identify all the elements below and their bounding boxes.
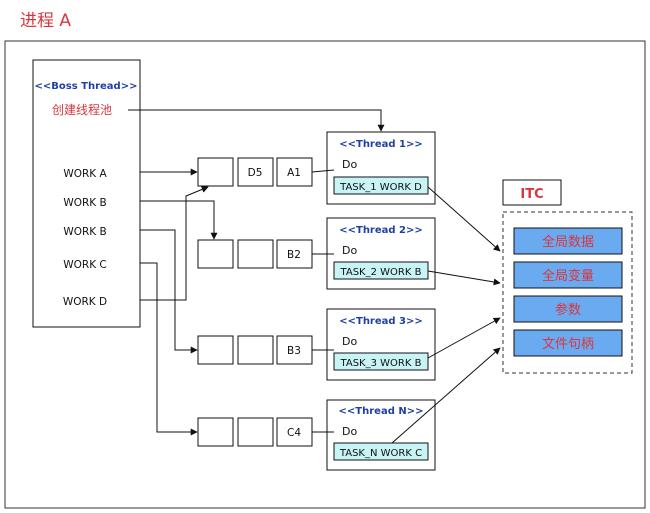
queue-1-slot-3 <box>276 157 313 187</box>
queue-cell: B3 <box>287 345 301 357</box>
create-pool-arrow <box>128 109 385 132</box>
thread-2-task: TASK_2 WORK B <box>340 267 422 278</box>
thread-2-do: Do <box>342 244 357 257</box>
queue-cell: B2 <box>287 249 301 261</box>
work-d-arrow <box>140 186 209 301</box>
thread-2-to-itc <box>427 270 501 286</box>
thread-1-task-box <box>333 176 429 195</box>
queue-cell: D5 <box>248 167 263 179</box>
itc-item-file-handles <box>513 329 623 357</box>
work-item: WORK D <box>63 296 107 308</box>
queue-2-slot-2 <box>237 239 274 269</box>
thread-1-to-itc <box>427 186 501 252</box>
itc-item-label: 文件句柄 <box>542 337 594 352</box>
itc-item-label: 全局变量 <box>542 268 594 284</box>
thread-2-header: <<Thread 2>> <box>339 225 423 236</box>
thread-n-task: TASK_N WORK C <box>339 448 422 459</box>
work-item: WORK C <box>63 259 107 271</box>
queue-cell: C4 <box>287 427 301 439</box>
create-pool-label: 创建线程池 <box>52 102 112 117</box>
queue-4-slot-3 <box>276 417 313 447</box>
queue-3-slot-1 <box>197 335 234 365</box>
diagram-title: 进程 A <box>20 11 71 31</box>
work-item: WORK B <box>63 226 106 238</box>
process-frame <box>4 40 646 509</box>
queue-1-to-thread <box>311 169 335 173</box>
thread-n-do: Do <box>342 425 357 438</box>
queue-3-slot-2 <box>237 335 274 365</box>
itc-item-label: 参数 <box>555 302 581 318</box>
work-b2-arrow <box>140 229 198 354</box>
work-c-arrow <box>140 262 198 436</box>
itc-container <box>502 211 633 374</box>
thread-1-do: Do <box>342 158 357 171</box>
itc-title-box <box>502 179 562 206</box>
work-item: WORK B <box>63 197 106 209</box>
queue-cell: A1 <box>287 167 301 179</box>
thread-3-task: TASK_3 WORK B <box>340 358 422 369</box>
queue-1-slot-2 <box>237 157 274 187</box>
thread-1-task: TASK_1 WORK D <box>339 182 422 193</box>
queue-2-slot-1 <box>197 239 234 269</box>
work-item: WORK A <box>63 168 107 180</box>
boss-thread-header: <<Boss Thread>> <box>35 81 138 92</box>
thread-3-do: Do <box>342 335 357 348</box>
thread-2-task-box <box>333 261 429 280</box>
thread-n-task-box <box>333 442 429 461</box>
work-b1-arrow <box>140 200 218 240</box>
thread-3-task-box <box>333 352 429 371</box>
queue-3-slot-3 <box>276 335 313 365</box>
thread-n-header: <<Thread N>> <box>339 406 424 417</box>
queue-4-slot-2 <box>237 417 274 447</box>
thread-3-header: <<Thread 3>> <box>339 316 423 327</box>
queue-4-slot-1 <box>197 417 234 447</box>
boss-thread-box <box>32 59 141 328</box>
thread-3-to-itc <box>427 317 501 359</box>
thread-n-to-itc <box>391 347 501 444</box>
queue-1-slot-1 <box>197 157 234 187</box>
itc-title: ITC <box>520 187 543 202</box>
itc-item-global-data <box>513 227 623 255</box>
itc-item-params <box>513 295 623 323</box>
itc-item-global-vars <box>513 261 623 289</box>
thread-1-header: <<Thread 1>> <box>339 139 423 150</box>
itc-item-label: 全局数据 <box>542 234 594 250</box>
